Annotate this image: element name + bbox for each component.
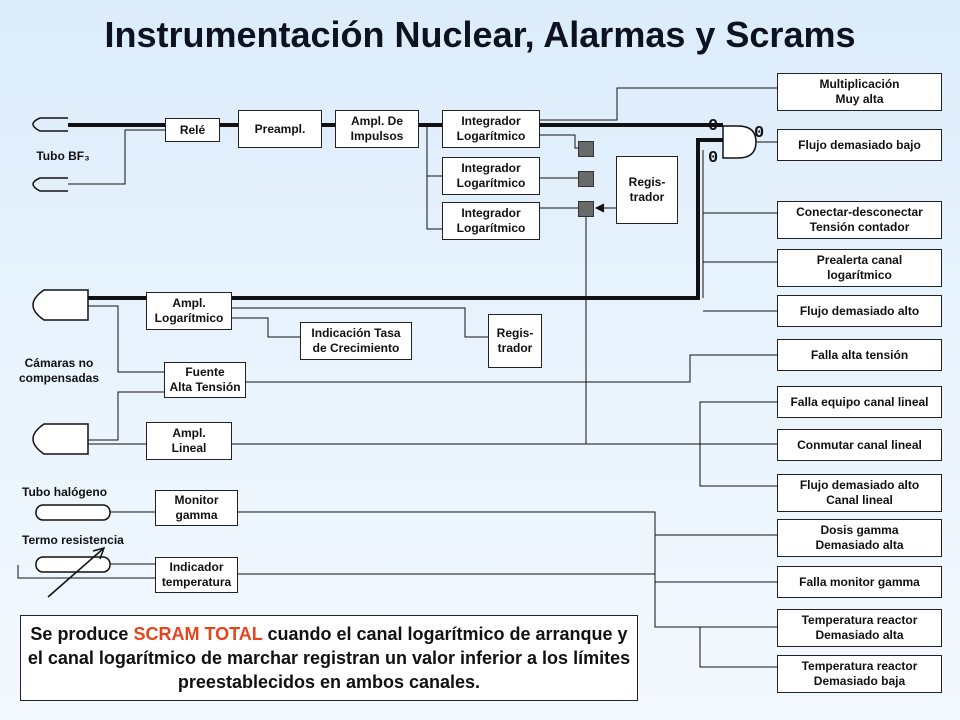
- alarm-switch-linear-channel: Conmutar canal lineal: [777, 429, 942, 461]
- alarm-log-prealert: Prealerta canal logarítmico: [777, 249, 942, 287]
- log-amp-block: Ampl. Logarítmico: [146, 292, 232, 330]
- log-integrator-3: Integrador Logarítmico: [442, 202, 540, 240]
- relay-block: Relé: [165, 118, 220, 142]
- hv-source-block: Fuente Alta Tensión: [164, 362, 246, 398]
- thermo-resistance-label: Termo resistencia: [22, 533, 124, 547]
- recorder-1: Regis- trador: [616, 156, 678, 224]
- alarm-flux-too-low: Flujo demasiado bajo: [777, 129, 942, 161]
- log-integrator-1: Integrador Logarítmico: [442, 110, 540, 148]
- logic-bit-in-2: 0: [708, 149, 719, 168]
- gamma-monitor-block: Monitor gamma: [155, 490, 238, 526]
- scram-note: Se produce SCRAM TOTAL cuando el canal l…: [20, 615, 638, 701]
- alarm-hv-failure: Falla alta tensión: [777, 339, 942, 371]
- uncompensated-chambers-label: Cámaras no compensadas: [18, 356, 100, 385]
- alarm-reactor-temp-high: Temperatura reactor Demasiado alta: [777, 609, 942, 647]
- bf3-tube-label: Tubo BF₃: [36, 149, 90, 163]
- scram-note-pre: Se produce: [30, 624, 134, 644]
- alarm-flux-too-high: Flujo demasiado alto: [777, 295, 942, 327]
- alarm-linear-equipment-failure: Falla equipo canal lineal: [777, 386, 942, 418]
- indicator-lamp-2: [578, 171, 594, 187]
- scram-note-post: cuando el canal logarítmico de arranque …: [27, 624, 631, 692]
- and-gate: [722, 125, 757, 159]
- scram-note-highlight: SCRAM TOTAL: [133, 624, 263, 644]
- alarm-gamma-dose-high: Dosis gamma Demasiado alta: [777, 519, 942, 557]
- indicator-lamp-1: [578, 141, 594, 157]
- pulse-amp-block: Ampl. De Impulsos: [335, 110, 419, 148]
- alarm-multiplication-high: Multiplicación Muy alta: [777, 73, 942, 111]
- chamber-upper: [32, 289, 89, 321]
- bf3-tube-upper: [32, 117, 68, 132]
- log-integrator-2: Integrador Logarítmico: [442, 157, 540, 195]
- bf3-tube-lower: [32, 177, 68, 192]
- rate-indicator-block: Indicación Tasa de Crecimiento: [300, 322, 412, 360]
- chamber-lower: [32, 423, 89, 455]
- thermo-arrow: [47, 547, 105, 598]
- logic-bit-in-1: 0: [708, 117, 719, 136]
- logic-bit-out: 0: [754, 124, 765, 143]
- halogen-tube: [35, 504, 111, 521]
- linear-amp-block: Ampl. Lineal: [146, 422, 232, 460]
- indicator-lamp-3: [578, 201, 594, 217]
- alarm-reactor-temp-low: Temperatura reactor Demasiado baja: [777, 655, 942, 693]
- alarm-gamma-monitor-failure: Falla monitor gamma: [777, 566, 942, 598]
- recorder-2: Regis- trador: [488, 314, 542, 368]
- alarm-flux-high-linear: Flujo demasiado alto Canal lineal: [777, 474, 942, 512]
- page-title: Instrumentación Nuclear, Alarmas y Scram…: [104, 14, 856, 55]
- alarm-counter-voltage: Conectar-desconectar Tensión contador: [777, 201, 942, 239]
- preamp-block: Preampl.: [238, 110, 322, 148]
- thermo-element: [35, 556, 111, 573]
- temperature-indicator-block: Indicador temperatura: [155, 557, 238, 593]
- halogen-tube-label: Tubo halógeno: [22, 485, 108, 499]
